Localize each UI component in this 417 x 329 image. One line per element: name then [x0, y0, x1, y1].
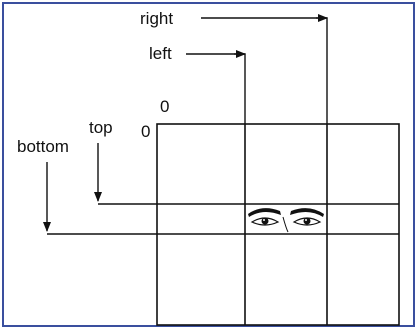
origin-x-label: 0 [160, 97, 169, 116]
label-top: top [89, 118, 113, 137]
label-left: left [149, 44, 172, 63]
outer-border [3, 3, 414, 326]
origin-y-label: 0 [141, 122, 150, 141]
label-right: right [140, 9, 173, 28]
label-bottom: bottom [17, 137, 69, 156]
